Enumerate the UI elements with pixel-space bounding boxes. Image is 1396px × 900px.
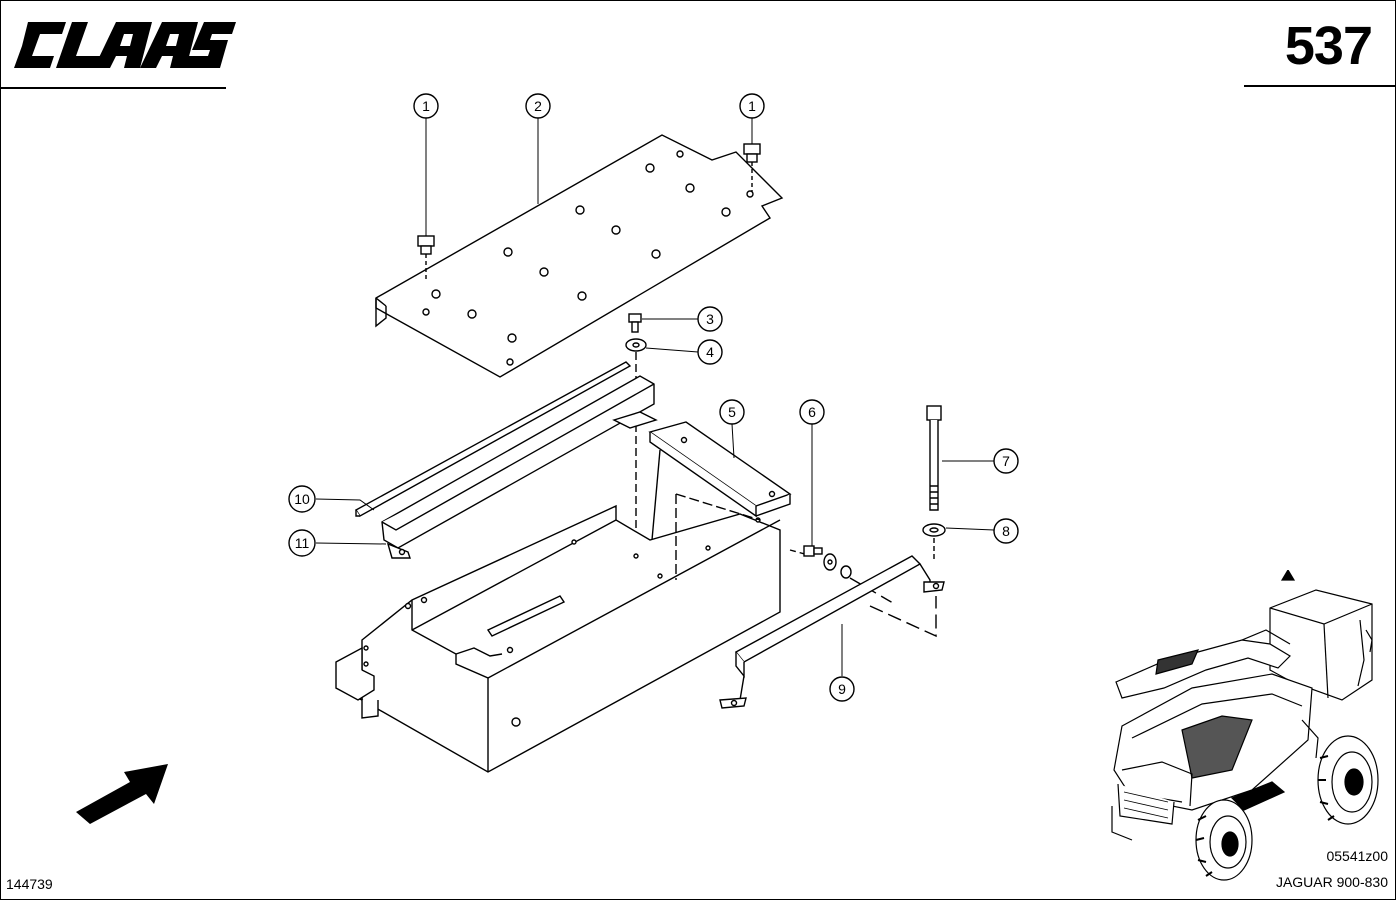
claas-logo [14,22,236,68]
header-rule-left [0,87,226,89]
callout-4: 4 [706,344,714,360]
part-washer-8 [922,523,946,560]
part-bracket-frame [648,421,792,541]
callout-8: 8 [1002,523,1010,539]
model-name: JAGUAR 900-830 [1275,874,1388,890]
part-long-bolt [926,405,942,511]
part-seal-strip [354,361,632,517]
callout-11: 11 [295,535,310,551]
callout-3: 3 [706,311,714,327]
callout-6: 6 [808,404,816,420]
callout-leaders [315,118,995,676]
callout-7: 7 [1002,453,1010,469]
part-quarter-turn-fastener-right [743,143,761,192]
header-rule-right [1244,85,1396,87]
part-battery-tray [335,493,781,773]
document-number: 144739 [6,876,53,892]
forage-harvester-thumbnail-icon [1111,570,1379,881]
part-support-bracket [719,555,945,709]
callout-9: 9 [838,681,846,697]
part-angle-rail [381,375,658,559]
callout-5: 5 [728,404,736,420]
callout-2: 2 [534,98,542,114]
part-washer-4 [625,338,647,352]
callout-1-right: 1 [748,98,756,114]
part-screw [628,313,642,333]
page-number: 537 [1284,16,1373,76]
forward-arrow-icon [76,764,168,824]
callout-10: 10 [294,491,310,507]
callout-1-left: 1 [422,98,430,114]
drawing-id: 05541z00 [1326,848,1388,864]
part-cover-plate [375,134,784,378]
